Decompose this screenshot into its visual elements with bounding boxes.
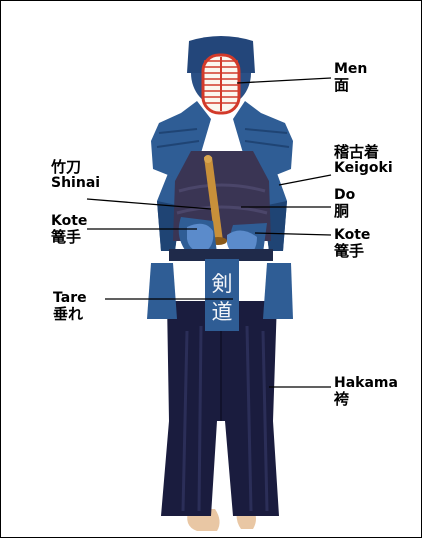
label-hakama-en: Hakama bbox=[334, 375, 398, 391]
label-kote-left: Kote 篭手 bbox=[51, 213, 87, 245]
label-kote-right-jp: 篭手 bbox=[334, 242, 365, 260]
label-kote-right: Kote 篭手 bbox=[334, 227, 370, 259]
label-keigoki-en: Keigoki bbox=[334, 160, 393, 176]
label-tare-en: Tare bbox=[53, 290, 87, 306]
label-tare-jp: 垂れ bbox=[53, 305, 84, 323]
label-men-en: Men bbox=[334, 61, 368, 77]
label-do-jp: 胴 bbox=[334, 202, 350, 220]
label-shinai: 竹刀 Shinai bbox=[51, 159, 100, 191]
label-hakama-jp: 袴 bbox=[334, 390, 350, 408]
label-keigoki: 稽古着 Keigoki bbox=[334, 144, 393, 176]
leader-keigoki bbox=[278, 174, 332, 186]
leader-men bbox=[236, 77, 332, 84]
label-men-jp: 面 bbox=[334, 76, 350, 94]
leader-kote-right bbox=[254, 232, 332, 236]
leader-shinai bbox=[86, 198, 212, 210]
label-do: Do 胴 bbox=[334, 187, 355, 219]
tare-inscription-2: 道 bbox=[212, 300, 233, 324]
do-breastplate bbox=[173, 151, 271, 241]
label-tare: Tare 垂れ bbox=[53, 290, 87, 322]
label-kote-left-jp: 篭手 bbox=[51, 228, 82, 246]
label-shinai-jp: 竹刀 bbox=[51, 158, 82, 176]
tare-inscription-1: 剣 bbox=[212, 272, 233, 296]
label-kote-right-en: Kote bbox=[334, 227, 371, 243]
label-kote-left-en: Kote bbox=[51, 213, 88, 229]
label-hakama: Hakama 袴 bbox=[334, 375, 398, 407]
label-men: Men 面 bbox=[334, 61, 367, 93]
hakama bbox=[161, 301, 279, 516]
label-do-en: Do bbox=[334, 187, 356, 203]
men-grill bbox=[203, 57, 239, 111]
label-keigoki-jp: 稽古着 bbox=[334, 143, 380, 161]
men-helmet bbox=[187, 36, 255, 115]
tare-waist-armor: 剣 道 bbox=[147, 249, 293, 331]
label-shinai-en: Shinai bbox=[51, 175, 101, 191]
men-flaps bbox=[151, 101, 293, 177]
leader-lines bbox=[86, 77, 332, 388]
